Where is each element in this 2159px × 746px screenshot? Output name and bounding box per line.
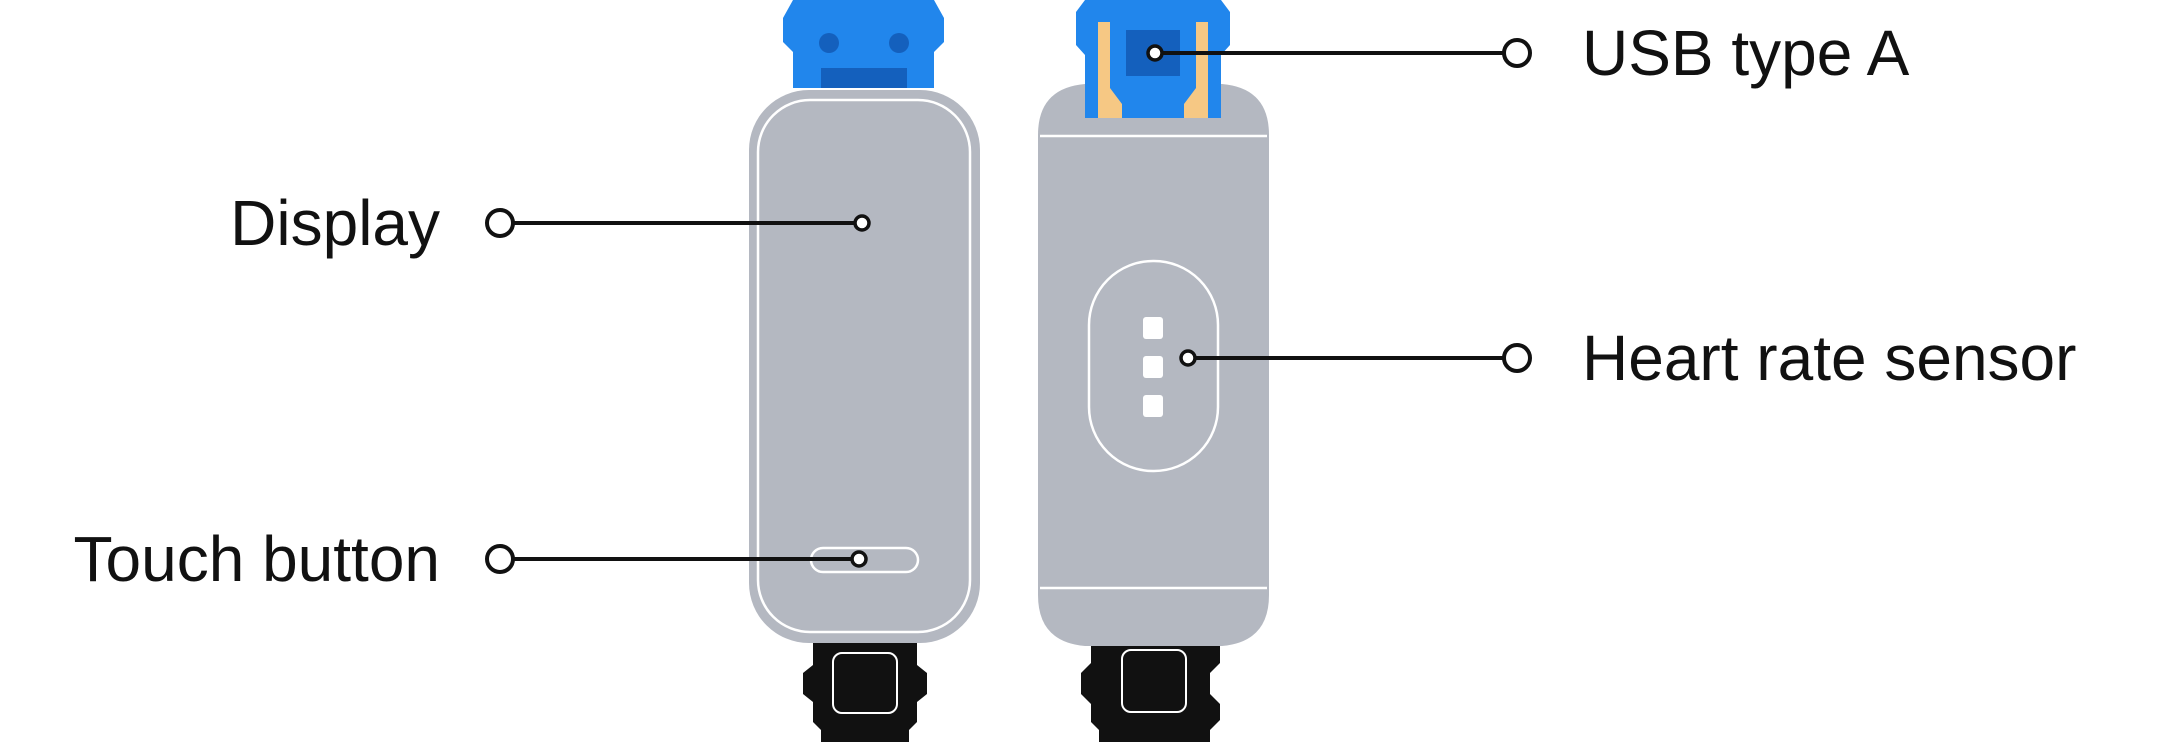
front-strap-connector bbox=[803, 640, 927, 742]
display bbox=[756, 98, 972, 634]
label-heart-rate-sensor: Heart rate sensor bbox=[1582, 322, 2076, 394]
back-strap-connector bbox=[1081, 618, 1220, 742]
front-body bbox=[749, 90, 980, 643]
callout-display: Display bbox=[230, 187, 871, 259]
label-touch-button: Touch button bbox=[74, 523, 441, 595]
callout-touch-button: Touch button bbox=[74, 523, 868, 595]
label-usb-type-a: USB type A bbox=[1582, 17, 1910, 89]
callout-usb-type-a: USB type A bbox=[1146, 17, 1910, 89]
back-device bbox=[1038, 0, 1269, 742]
callout-heart-rate-sensor: Heart rate sensor bbox=[1179, 322, 2076, 394]
heart-rate-sensor bbox=[1087, 259, 1220, 473]
label-display: Display bbox=[230, 187, 440, 259]
front-device bbox=[749, 0, 980, 742]
front-usb-connector bbox=[783, 0, 944, 88]
